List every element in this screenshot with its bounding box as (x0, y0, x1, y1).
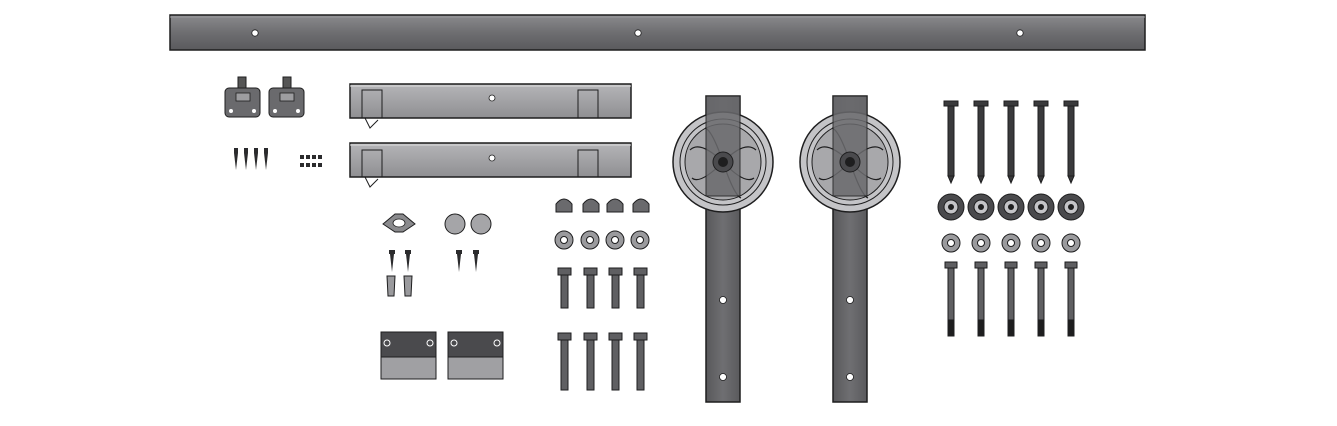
stop-block (380, 331, 437, 380)
track-rail (169, 14, 1146, 51)
small-screws (234, 148, 268, 170)
spacer-plate (268, 76, 305, 118)
cap-nuts (555, 198, 650, 213)
roller-hanger (672, 95, 774, 403)
large-spacers (937, 193, 1085, 221)
small-washers (941, 233, 1081, 253)
spacer-plate (224, 76, 261, 118)
stop-block (447, 331, 504, 380)
floor-guide (382, 213, 416, 233)
hex-bolts (944, 261, 1078, 337)
middle-washers (554, 230, 650, 250)
rail-hole (1016, 29, 1024, 37)
header-bracket (349, 83, 632, 129)
short-bolts (557, 267, 648, 309)
spacer-plates (224, 76, 305, 118)
rail-hole (251, 29, 259, 37)
door-stops (444, 213, 492, 235)
floor-guide-screws (389, 250, 479, 272)
wall-anchors (386, 275, 413, 297)
roller-hanger (799, 95, 901, 403)
lag-bolts (943, 100, 1079, 185)
header-bracket (349, 142, 632, 188)
rail-hole (634, 29, 642, 37)
small-nuts (300, 155, 322, 167)
long-bolts (557, 332, 648, 391)
